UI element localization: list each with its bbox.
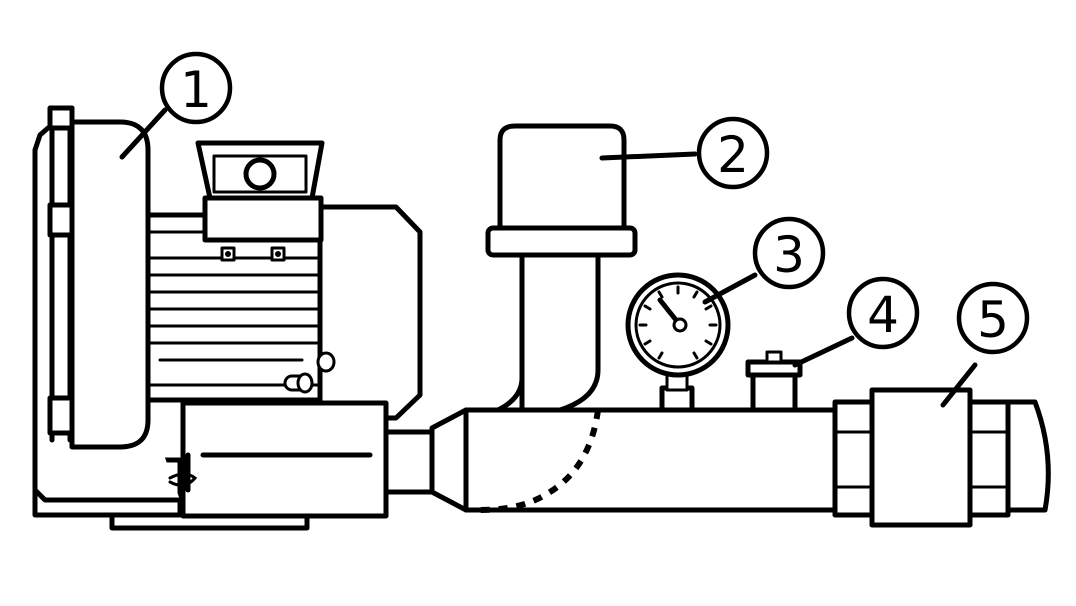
terminal-box bbox=[195, 140, 325, 262]
gauge-ticks bbox=[638, 285, 718, 360]
motor-end-cap bbox=[315, 204, 423, 421]
internal-dip-tube bbox=[479, 409, 601, 513]
valve-top bbox=[765, 350, 783, 364]
callout-1-leader bbox=[119, 107, 168, 160]
main-pipe bbox=[429, 407, 838, 513]
callout-4: 4 bbox=[846, 276, 920, 350]
filter-riser-pipe bbox=[495, 250, 601, 413]
callout-3-leader bbox=[702, 272, 758, 305]
frame-clamp-mid bbox=[47, 202, 75, 238]
pressure-gauge bbox=[625, 272, 758, 413]
side-channel-blower bbox=[32, 105, 310, 531]
frame-clamp-top bbox=[47, 105, 75, 131]
filter-housing bbox=[497, 123, 627, 231]
callout-5-leader bbox=[940, 362, 978, 408]
motor-fitting-upper bbox=[316, 351, 336, 373]
gauge-pivot bbox=[672, 317, 688, 333]
union-center-body bbox=[869, 387, 973, 528]
callout-1: 1 bbox=[159, 51, 233, 125]
union-nut-left bbox=[832, 399, 875, 518]
valve-body bbox=[750, 372, 798, 413]
callout-1-label: 1 bbox=[180, 61, 212, 119]
blower-housing bbox=[69, 119, 151, 450]
motor-cooling-fins bbox=[146, 230, 322, 387]
filter-flange bbox=[485, 225, 638, 258]
outlet-pipe bbox=[1002, 399, 1051, 513]
callout-2: 2 bbox=[696, 116, 770, 190]
drain-fitting bbox=[168, 472, 198, 487]
motor bbox=[145, 140, 423, 421]
callout-5-label: 5 bbox=[977, 291, 1009, 349]
callout-2-leader bbox=[599, 151, 698, 161]
outlet-housing bbox=[168, 400, 443, 519]
pipe-manifold bbox=[429, 407, 838, 513]
inlet-filter bbox=[485, 123, 698, 413]
outlet-housing-body bbox=[180, 400, 389, 519]
union-nut-right bbox=[967, 399, 1011, 518]
frame-clamp-bottom bbox=[47, 395, 75, 436]
callout-2-label: 2 bbox=[717, 126, 749, 184]
callout-4-label: 4 bbox=[867, 286, 899, 344]
valve-cap bbox=[745, 359, 803, 378]
callout-4-leader bbox=[792, 335, 855, 368]
callout-3-label: 3 bbox=[773, 226, 805, 284]
callout-5: 5 bbox=[956, 281, 1030, 355]
terminal-box-base bbox=[202, 195, 324, 243]
pipe-union bbox=[832, 362, 1051, 528]
callout-3: 3 bbox=[752, 216, 826, 290]
cable-gland bbox=[243, 157, 277, 191]
relief-valve bbox=[745, 335, 855, 413]
